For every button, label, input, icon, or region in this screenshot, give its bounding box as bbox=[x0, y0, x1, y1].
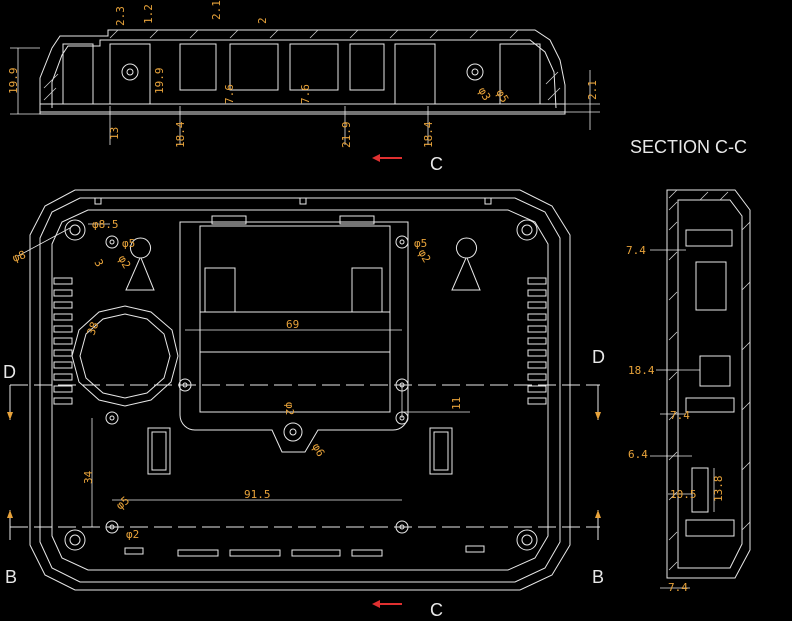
section-marker-b-left: B bbox=[5, 567, 17, 587]
dim-10-5: 10.5 bbox=[670, 488, 697, 501]
dim-7-4-c: 7.4 bbox=[668, 581, 688, 594]
dim-phi8: φ8 bbox=[11, 248, 28, 265]
dim-phi5-b: φ5 bbox=[414, 237, 427, 250]
dim-7-6-b: 7.6 bbox=[299, 84, 312, 104]
top-view bbox=[10, 29, 600, 145]
section-view bbox=[650, 189, 751, 589]
section-marker-d-right: D bbox=[592, 347, 605, 367]
dim-21-9: 21.9 bbox=[340, 122, 353, 149]
dim-phi2-a: φ2 bbox=[115, 253, 133, 271]
section-marker-d-left: D bbox=[3, 362, 16, 382]
dim-6-4: 6.4 bbox=[628, 448, 648, 461]
dim-13: 13 bbox=[108, 127, 121, 140]
section-marker-c-bottom: C bbox=[430, 600, 443, 620]
dim-18-4-a: 18.4 bbox=[174, 121, 187, 148]
dim-phi5-c: φ5 bbox=[114, 494, 133, 512]
dim-phi5-top: φ5 bbox=[493, 87, 511, 105]
dim-phi2-c: φ2 bbox=[283, 402, 296, 415]
dim-phi2-d: φ2 bbox=[126, 528, 139, 541]
front-view bbox=[7, 189, 601, 591]
dim-phi5-a: φ5 bbox=[122, 237, 135, 250]
dim-phi6: φ6 bbox=[309, 441, 327, 459]
dim-phi3-top: φ3 bbox=[475, 85, 493, 103]
dim-2-3: 2.3 bbox=[114, 6, 127, 26]
dim-phi2-b: φ2 bbox=[415, 247, 433, 265]
dim-3: 3 bbox=[91, 257, 106, 269]
dim-13-8: 13.8 bbox=[712, 476, 725, 503]
section-marker-c-top: C bbox=[430, 154, 443, 174]
dim-19-9-left: 19.9 bbox=[7, 68, 20, 95]
dim-2: 2 bbox=[256, 17, 269, 24]
dim-18-4-b: 18.4 bbox=[422, 121, 435, 148]
dim-18-4-section: 18.4 bbox=[628, 364, 655, 377]
section-marker-b-right: B bbox=[592, 567, 604, 587]
dim-34: 34 bbox=[82, 470, 95, 484]
dim-69: 69 bbox=[286, 318, 299, 331]
dim-2-1-right: 2.1 bbox=[586, 80, 599, 100]
dim-2-1-top: 2.1 bbox=[210, 0, 223, 20]
dim-phi8-5: φ8.5 bbox=[92, 218, 119, 231]
dim-1-2: 1.2 bbox=[142, 4, 155, 24]
section-arrow-top bbox=[372, 154, 402, 162]
dim-7-4-a: 7.4 bbox=[626, 244, 646, 257]
section-title: SECTION C-C bbox=[630, 137, 747, 157]
section-arrow-bottom bbox=[372, 600, 402, 608]
dim-7-4-b: 7.4 bbox=[670, 409, 690, 422]
dim-19-9-mid: 19.9 bbox=[153, 68, 166, 95]
dim-7-6-a: 7.6 bbox=[223, 84, 236, 104]
dim-91-5: 91.5 bbox=[244, 488, 271, 501]
dim-38: 38 bbox=[85, 320, 102, 337]
dim-11: 11 bbox=[450, 397, 463, 410]
